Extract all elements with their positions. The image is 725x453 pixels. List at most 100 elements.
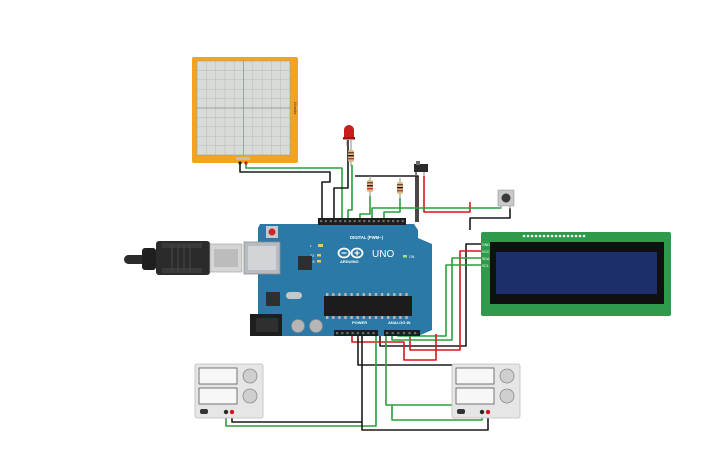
chip-pin	[362, 293, 365, 296]
chip-pin	[356, 316, 359, 319]
header-pin	[402, 332, 405, 335]
atmega-chip	[324, 296, 412, 316]
lcd-pin	[530, 234, 534, 238]
lcd-pin-labels: GND VCC SDA SCL	[482, 243, 490, 268]
pushbutton[interactable]	[497, 189, 515, 209]
wire-lcd-sda[interactable]	[391, 257, 490, 341]
analog-header	[384, 330, 420, 336]
resistor-3[interactable]	[397, 178, 403, 199]
chip-pin	[350, 316, 353, 319]
bottom-header-pins	[336, 332, 417, 335]
header-pin	[408, 332, 411, 335]
header-pin	[358, 220, 361, 223]
wire-led-black[interactable]	[333, 140, 349, 222]
header-pin	[363, 220, 366, 223]
lcd-pin	[542, 234, 546, 238]
power-header	[334, 330, 378, 336]
header-pin	[372, 220, 375, 223]
chip-pin	[326, 316, 329, 319]
header-pin	[351, 332, 354, 335]
lcd-pin-vcc: VCC	[482, 250, 490, 254]
lcd-pin	[522, 234, 526, 238]
arduino-logo-text: ARDUINO	[340, 259, 359, 264]
wire-5v-red[interactable]	[351, 334, 437, 361]
digital-header-pins	[320, 220, 404, 223]
oscilloscope[interactable]: 10ms/div	[192, 57, 298, 165]
header-pin	[401, 220, 404, 223]
power-supply-left[interactable]	[194, 363, 264, 419]
chip-pin	[393, 316, 396, 319]
lcd-pin	[550, 234, 554, 238]
lcd-pin	[574, 234, 578, 238]
wire-r3-green[interactable]	[383, 198, 401, 222]
header-pin	[386, 332, 389, 335]
chip-pin	[344, 293, 347, 296]
lcd-pin-scl: SCL	[482, 264, 489, 268]
chip-pin	[338, 293, 341, 296]
digital-header	[318, 218, 406, 225]
wire-psu2-black[interactable]	[361, 414, 489, 431]
lcd-pin	[582, 234, 586, 238]
tx-label: TX	[310, 254, 315, 258]
board-model: UNO	[372, 249, 394, 260]
wire-button-green[interactable]	[371, 207, 501, 222]
wire-led-green[interactable]	[347, 165, 353, 222]
header-pin	[320, 220, 323, 223]
wire-psu1-green[interactable]	[225, 334, 377, 427]
lcd-header-pins	[522, 234, 586, 238]
header-pin	[382, 220, 385, 223]
oscilloscope-scale-label: 10ms/div	[293, 102, 297, 115]
lcd-pin	[566, 234, 570, 238]
chip-pin	[405, 316, 408, 319]
wires	[225, 140, 511, 431]
chip-pin	[368, 293, 372, 296]
chip-pin	[399, 293, 402, 296]
lcd-pin	[578, 234, 582, 238]
header-pin	[356, 332, 359, 335]
slide-switch[interactable]	[414, 161, 428, 176]
chip-pin	[356, 293, 359, 296]
usb-cable[interactable]	[124, 241, 243, 275]
resistor-2[interactable]	[367, 176, 373, 197]
header-pin	[329, 220, 332, 223]
wire-res-black[interactable]	[355, 175, 419, 222]
wire-scope-green[interactable]	[245, 163, 343, 222]
header-pin	[346, 332, 349, 335]
lcd-pin	[562, 234, 566, 238]
chip-pin	[368, 316, 372, 319]
arduino-logo	[337, 247, 364, 259]
header-pin	[368, 220, 371, 223]
lcd-16x2-i2c[interactable]: GND VCC SDA SCL	[481, 232, 671, 316]
power-supply-right[interactable]	[451, 363, 521, 419]
chip-pin	[380, 293, 384, 296]
chip-pin	[393, 293, 396, 296]
lcd-pin	[554, 234, 558, 238]
chip-pin	[326, 293, 329, 296]
analog-label: ANALOG IN	[388, 320, 411, 325]
arduino-uno[interactable]: DIGITAL (PWM~) ARDUINO UNO TX RX L ON	[243, 218, 432, 336]
header-pin	[396, 220, 399, 223]
wire-switch-red[interactable]	[423, 176, 471, 213]
wire-scope-black[interactable]	[239, 163, 331, 222]
wire-lcd-vcc[interactable]	[409, 250, 490, 351]
lcd-pin	[538, 234, 542, 238]
chip-pin	[374, 293, 378, 296]
chip-pin	[350, 293, 353, 296]
wire-button-black[interactable]	[469, 208, 511, 230]
resistor-1[interactable]	[348, 147, 354, 166]
header-pin	[362, 332, 365, 335]
header-pin	[414, 332, 417, 335]
lcd-pin	[526, 234, 530, 238]
power-label: POWER	[352, 320, 367, 325]
header-pin	[353, 220, 356, 223]
header-pin	[391, 332, 394, 335]
led-red[interactable]	[343, 125, 355, 148]
chip-pin	[374, 316, 378, 319]
atmega-chip-pins	[326, 293, 408, 319]
digital-label: DIGITAL (PWM~)	[350, 235, 384, 240]
header-pin	[344, 220, 347, 223]
chip-pin	[332, 293, 335, 296]
usb-grip-lines	[171, 245, 191, 271]
header-pin	[397, 332, 400, 335]
header-pin	[372, 332, 375, 335]
